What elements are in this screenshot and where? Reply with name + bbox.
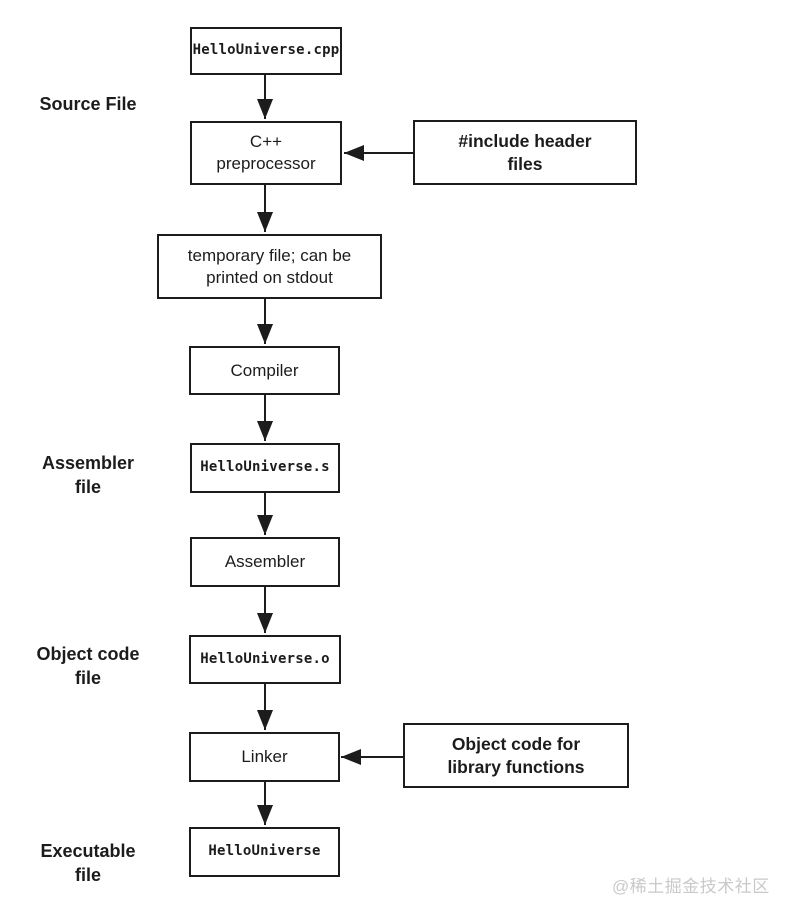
node-executable-label: HelloUniverse bbox=[208, 843, 321, 860]
node-assembler: Assembler bbox=[190, 537, 340, 587]
node-object-file-label: HelloUniverse.o bbox=[200, 650, 330, 667]
node-temp-file-label-line2: printed on stdout bbox=[206, 267, 333, 287]
node-temp-file: temporary file; can be printed on stdout bbox=[157, 234, 382, 299]
label-assembler-file: Assembler file bbox=[8, 452, 168, 500]
node-linker-label: Linker bbox=[241, 747, 288, 767]
node-preprocessor: C++ preprocessor bbox=[190, 121, 342, 185]
node-source-cpp-label: HelloUniverse.cpp bbox=[192, 42, 340, 59]
node-object-lib-label-line2: library functions bbox=[447, 756, 585, 777]
node-include-headers-label-line1: #include header bbox=[458, 131, 592, 152]
label-source-file-line1: Source File bbox=[39, 94, 137, 114]
node-source-cpp: HelloUniverse.cpp bbox=[190, 27, 342, 75]
node-preprocessor-label-line2: preprocessor bbox=[216, 154, 316, 173]
label-source-file: Source File bbox=[8, 93, 168, 117]
watermark-text: @稀土掘金技术社区 bbox=[612, 877, 770, 896]
node-object-lib-label-line1: Object code for bbox=[451, 734, 581, 755]
node-compiler-label: Compiler bbox=[230, 360, 299, 380]
node-assembler-file-label: HelloUniverse.s bbox=[200, 459, 330, 476]
label-assembler-file-line1: Assembler bbox=[41, 453, 135, 473]
node-compiler: Compiler bbox=[189, 346, 340, 395]
node-linker: Linker bbox=[189, 732, 340, 782]
node-assembler-file: HelloUniverse.s bbox=[190, 443, 340, 493]
node-object-lib: Object code for library functions bbox=[403, 723, 629, 788]
node-temp-file-label-line1: temporary file; can be bbox=[187, 245, 352, 265]
label-executable-file-line1: Executable bbox=[40, 841, 136, 861]
label-object-code-file: Object code file bbox=[8, 643, 168, 691]
node-preprocessor-label-line1: C++ bbox=[249, 132, 283, 152]
node-executable: HelloUniverse bbox=[189, 827, 340, 877]
label-assembler-file-line2: file bbox=[74, 476, 101, 497]
label-object-code-file-line1: Object code bbox=[36, 644, 140, 664]
node-include-headers-label-line2: files bbox=[507, 153, 543, 174]
label-executable-file-line2: file bbox=[74, 864, 101, 885]
node-object-file: HelloUniverse.o bbox=[189, 635, 341, 684]
node-include-headers: #include header files bbox=[413, 120, 637, 185]
label-executable-file: Executable file bbox=[8, 840, 168, 888]
label-object-code-file-line2: file bbox=[74, 667, 101, 688]
node-assembler-label: Assembler bbox=[224, 552, 306, 572]
